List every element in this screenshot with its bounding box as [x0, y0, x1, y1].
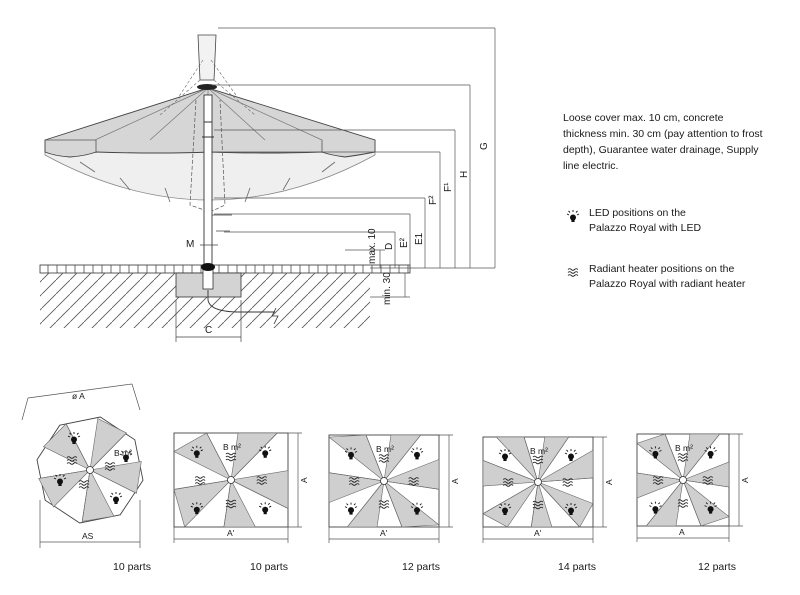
dim-label-min30: min. 30: [382, 272, 393, 305]
bottom-length-label: A': [380, 528, 388, 538]
area-label: B m²: [114, 448, 132, 458]
plan-1-parts: 10 parts: [113, 561, 151, 573]
dim-label-e1: E1: [414, 232, 425, 245]
legend-heater: Radiant heater positions on the Palazzo …: [563, 262, 779, 292]
plan-3-parts: 12 parts: [402, 561, 440, 573]
pole-center: [534, 478, 542, 486]
area-label: B m²: [675, 443, 693, 453]
pole-center: [380, 477, 388, 485]
height-dimensions: [212, 27, 496, 298]
dim-label-m: M: [186, 239, 194, 250]
plan-4-parts: 14 parts: [558, 561, 596, 573]
plan-view-1: B m² ø A AS: [21, 383, 144, 548]
area-label: B m²: [223, 442, 241, 452]
side-length-label: A: [604, 479, 614, 485]
plan-views: B m² ø A AS B m² A A' B m² A A' B m² A A' B m² A A: [21, 383, 750, 548]
pole-center: [679, 476, 687, 484]
installation-note: Loose cover max. 10 cm, concrete thickne…: [563, 112, 763, 172]
supply-line: [207, 290, 275, 313]
plan-view-5: B m² A A: [636, 433, 750, 542]
top-finial: [197, 34, 217, 81]
legend-heater-line1: Radiant heater positions on the: [589, 263, 735, 275]
bottom-length-label: A': [227, 528, 235, 538]
diameter-label: ø A: [72, 391, 85, 401]
legend-heater-line2: Palazzo Royal with radiant heater: [589, 278, 746, 290]
base-collar: [201, 263, 215, 271]
plan-5-parts: 12 parts: [698, 561, 736, 573]
legend-led-line1: LED positions on the: [589, 207, 686, 219]
side-length-label: A: [450, 478, 460, 484]
width-label: AS: [82, 531, 94, 541]
pole-center: [227, 476, 235, 484]
led-bulb-icon: [563, 206, 585, 226]
bottom-length-label: A: [679, 527, 685, 537]
plan-view-3: B m² A A': [328, 434, 460, 543]
plan-view-2: B m² A A': [173, 432, 309, 543]
side-length-label: A: [299, 477, 309, 483]
side-length-label: A: [740, 477, 750, 483]
dim-label-f1: F¹: [443, 182, 454, 192]
dim-label-c: C: [205, 325, 212, 336]
umbrella-pole: [203, 94, 213, 271]
area-label: B m²: [376, 444, 394, 454]
radiant-heater-icon: [563, 262, 585, 282]
area-label: B m²: [530, 446, 548, 456]
dim-label-d: D: [384, 243, 395, 250]
plan-view-4: B m² A A': [482, 436, 614, 543]
dim-label-g: G: [479, 142, 490, 150]
plan-2-parts: 10 parts: [250, 561, 288, 573]
bottom-length-label: A': [534, 528, 542, 538]
dim-label-e2: E²: [399, 237, 410, 248]
dim-label-h: H: [459, 171, 470, 178]
umbrella-elevation: [39, 27, 496, 342]
legend-led-line2: Palazzo Royal with LED: [589, 222, 702, 234]
dim-label-max10: max. 10: [367, 228, 378, 264]
pole-center: [86, 466, 94, 474]
legend-led: LED positions on the Palazzo Royal with …: [563, 206, 779, 236]
ground-paving: [39, 264, 411, 274]
dim-label-f2: F²: [428, 195, 439, 205]
